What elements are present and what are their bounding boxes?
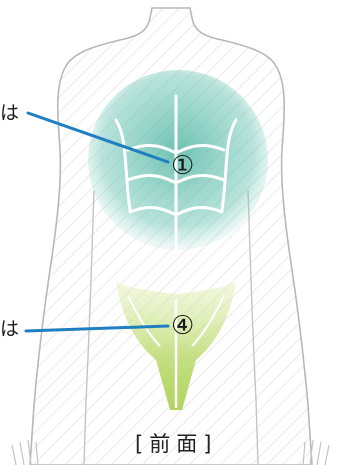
- marker-upper: ①: [171, 153, 194, 179]
- diagram-caption: [前面]: [135, 428, 217, 458]
- marker-lower: ④: [171, 313, 194, 339]
- upper-label-fragment: は: [0, 98, 19, 125]
- lower-label-fragment: は: [0, 314, 19, 341]
